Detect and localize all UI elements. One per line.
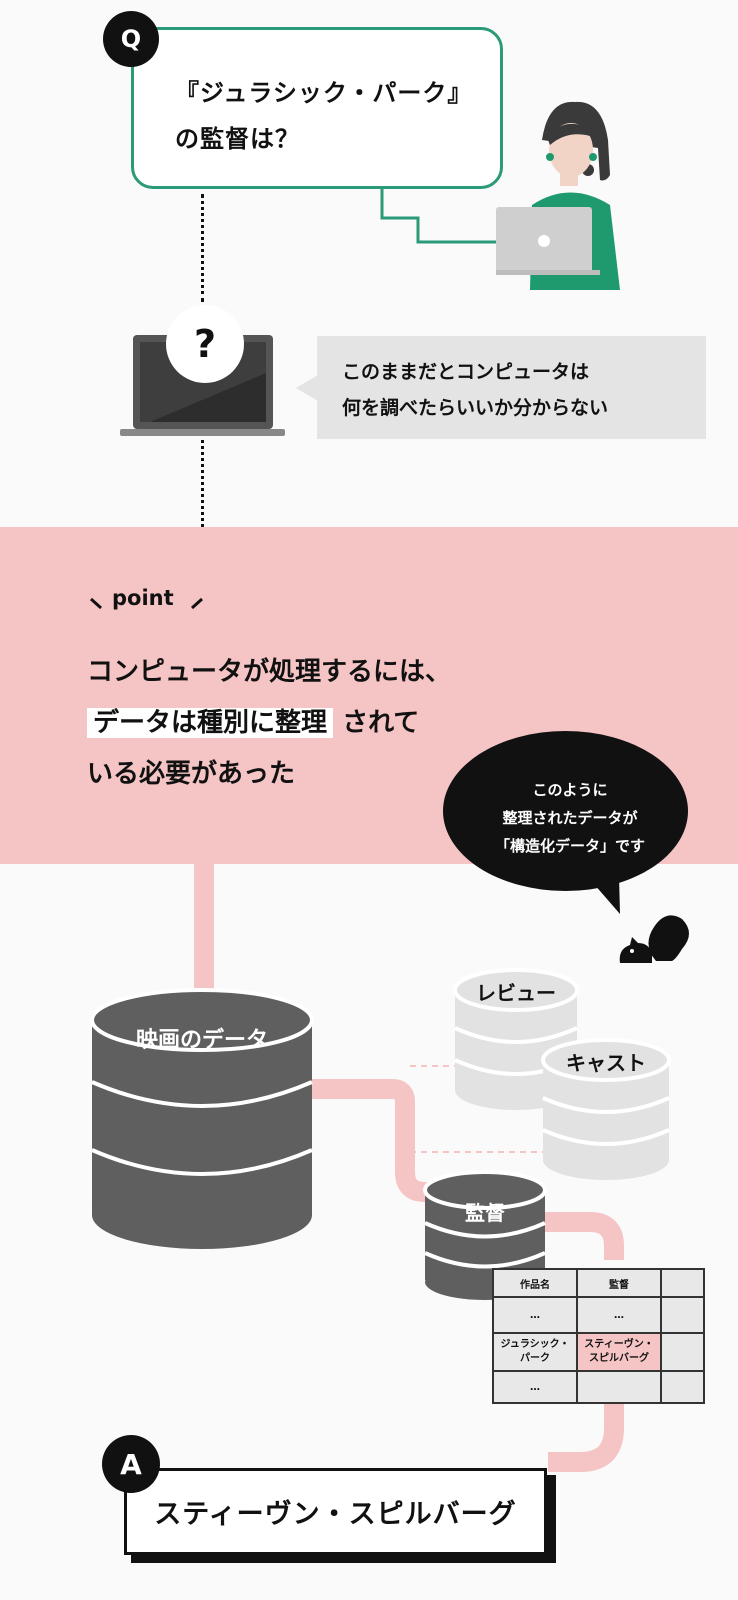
question-badge: Q <box>103 11 159 67</box>
point-line-1: コンピュータが処理するには、 <box>87 657 452 687</box>
earring-right-icon <box>589 153 597 161</box>
question-mark-icon: ? <box>166 305 244 383</box>
table-cell <box>660 1296 705 1334</box>
table-cell: … <box>492 1370 578 1404</box>
point-line-3: いる必要があった <box>87 759 296 789</box>
speech-bubble-text: このように 整理されたデータが 「構造化データ」です <box>494 781 645 855</box>
table-header-cell: 監督 <box>576 1268 662 1298</box>
squirrel-icon <box>619 915 689 963</box>
gray-bubble-tail <box>296 375 318 401</box>
table-cell <box>660 1332 705 1372</box>
speech-bubble <box>443 731 688 891</box>
point-line-2-rest: されて <box>342 708 420 738</box>
movie-db-label: 映画のデータ <box>135 1028 268 1053</box>
dotted-connector-2 <box>201 440 204 527</box>
table-row: ジュラシック・ パーク スティーヴン・ スピルバーグ <box>492 1332 705 1372</box>
laptop-logo-icon <box>538 235 550 247</box>
dotted-connector-1 <box>201 194 204 302</box>
answer-text: スティーヴン・スピルバーグ <box>154 1499 517 1530</box>
point-slash-left-icon <box>89 597 103 610</box>
table-cell: … <box>576 1296 662 1334</box>
table-cell <box>660 1370 705 1404</box>
table-cell: ジュラシック・ パーク <box>492 1332 578 1372</box>
point-slash-right-icon <box>190 597 204 610</box>
review-db-icon <box>453 968 579 1110</box>
earring-left-icon <box>546 153 554 161</box>
director-db-label: 監督 <box>465 1201 505 1225</box>
cast-db-icon <box>541 1038 671 1180</box>
movie-db-icon <box>90 988 314 1249</box>
table-header-cell <box>660 1268 705 1298</box>
computer-bubble-text: このままだとコンピュータは 何を調べたらいいか分からない <box>342 361 609 419</box>
table-header-row: 作品名 監督 <box>492 1268 705 1298</box>
pink-connector-vertical <box>194 864 214 1024</box>
table-cell <box>576 1370 662 1404</box>
person-illustration <box>380 101 620 290</box>
speech-bubble-tail <box>587 876 620 914</box>
question-text: 『ジュラシック・パーク』 の監督は？ <box>175 79 473 153</box>
computer-bubble <box>317 336 706 439</box>
question-box <box>131 27 503 189</box>
answer-badge: A <box>102 1435 160 1493</box>
review-db-label: レビュー <box>476 981 556 1005</box>
point-main-text: コンピュータが処理するには、 データは種別に整理 されて いる必要があった <box>87 647 451 800</box>
cast-db-label: キャスト <box>566 1051 646 1075</box>
director-table: 作品名 監督 … … ジュラシック・ パーク スティーヴン・ スピルバーグ … <box>492 1268 705 1404</box>
table-header-cell: 作品名 <box>492 1268 578 1298</box>
answer-box <box>124 1468 547 1555</box>
table-cell-highlight: スティーヴン・ スピルバーグ <box>576 1332 662 1372</box>
point-highlight: データは種別に整理 <box>87 708 334 738</box>
point-line-2: データは種別に整理 されて <box>87 698 451 749</box>
table-row: … <box>492 1370 705 1404</box>
point-label: point <box>112 586 174 610</box>
table-row: … … <box>492 1296 705 1334</box>
table-cell: … <box>492 1296 578 1334</box>
database-diagram <box>90 968 671 1472</box>
